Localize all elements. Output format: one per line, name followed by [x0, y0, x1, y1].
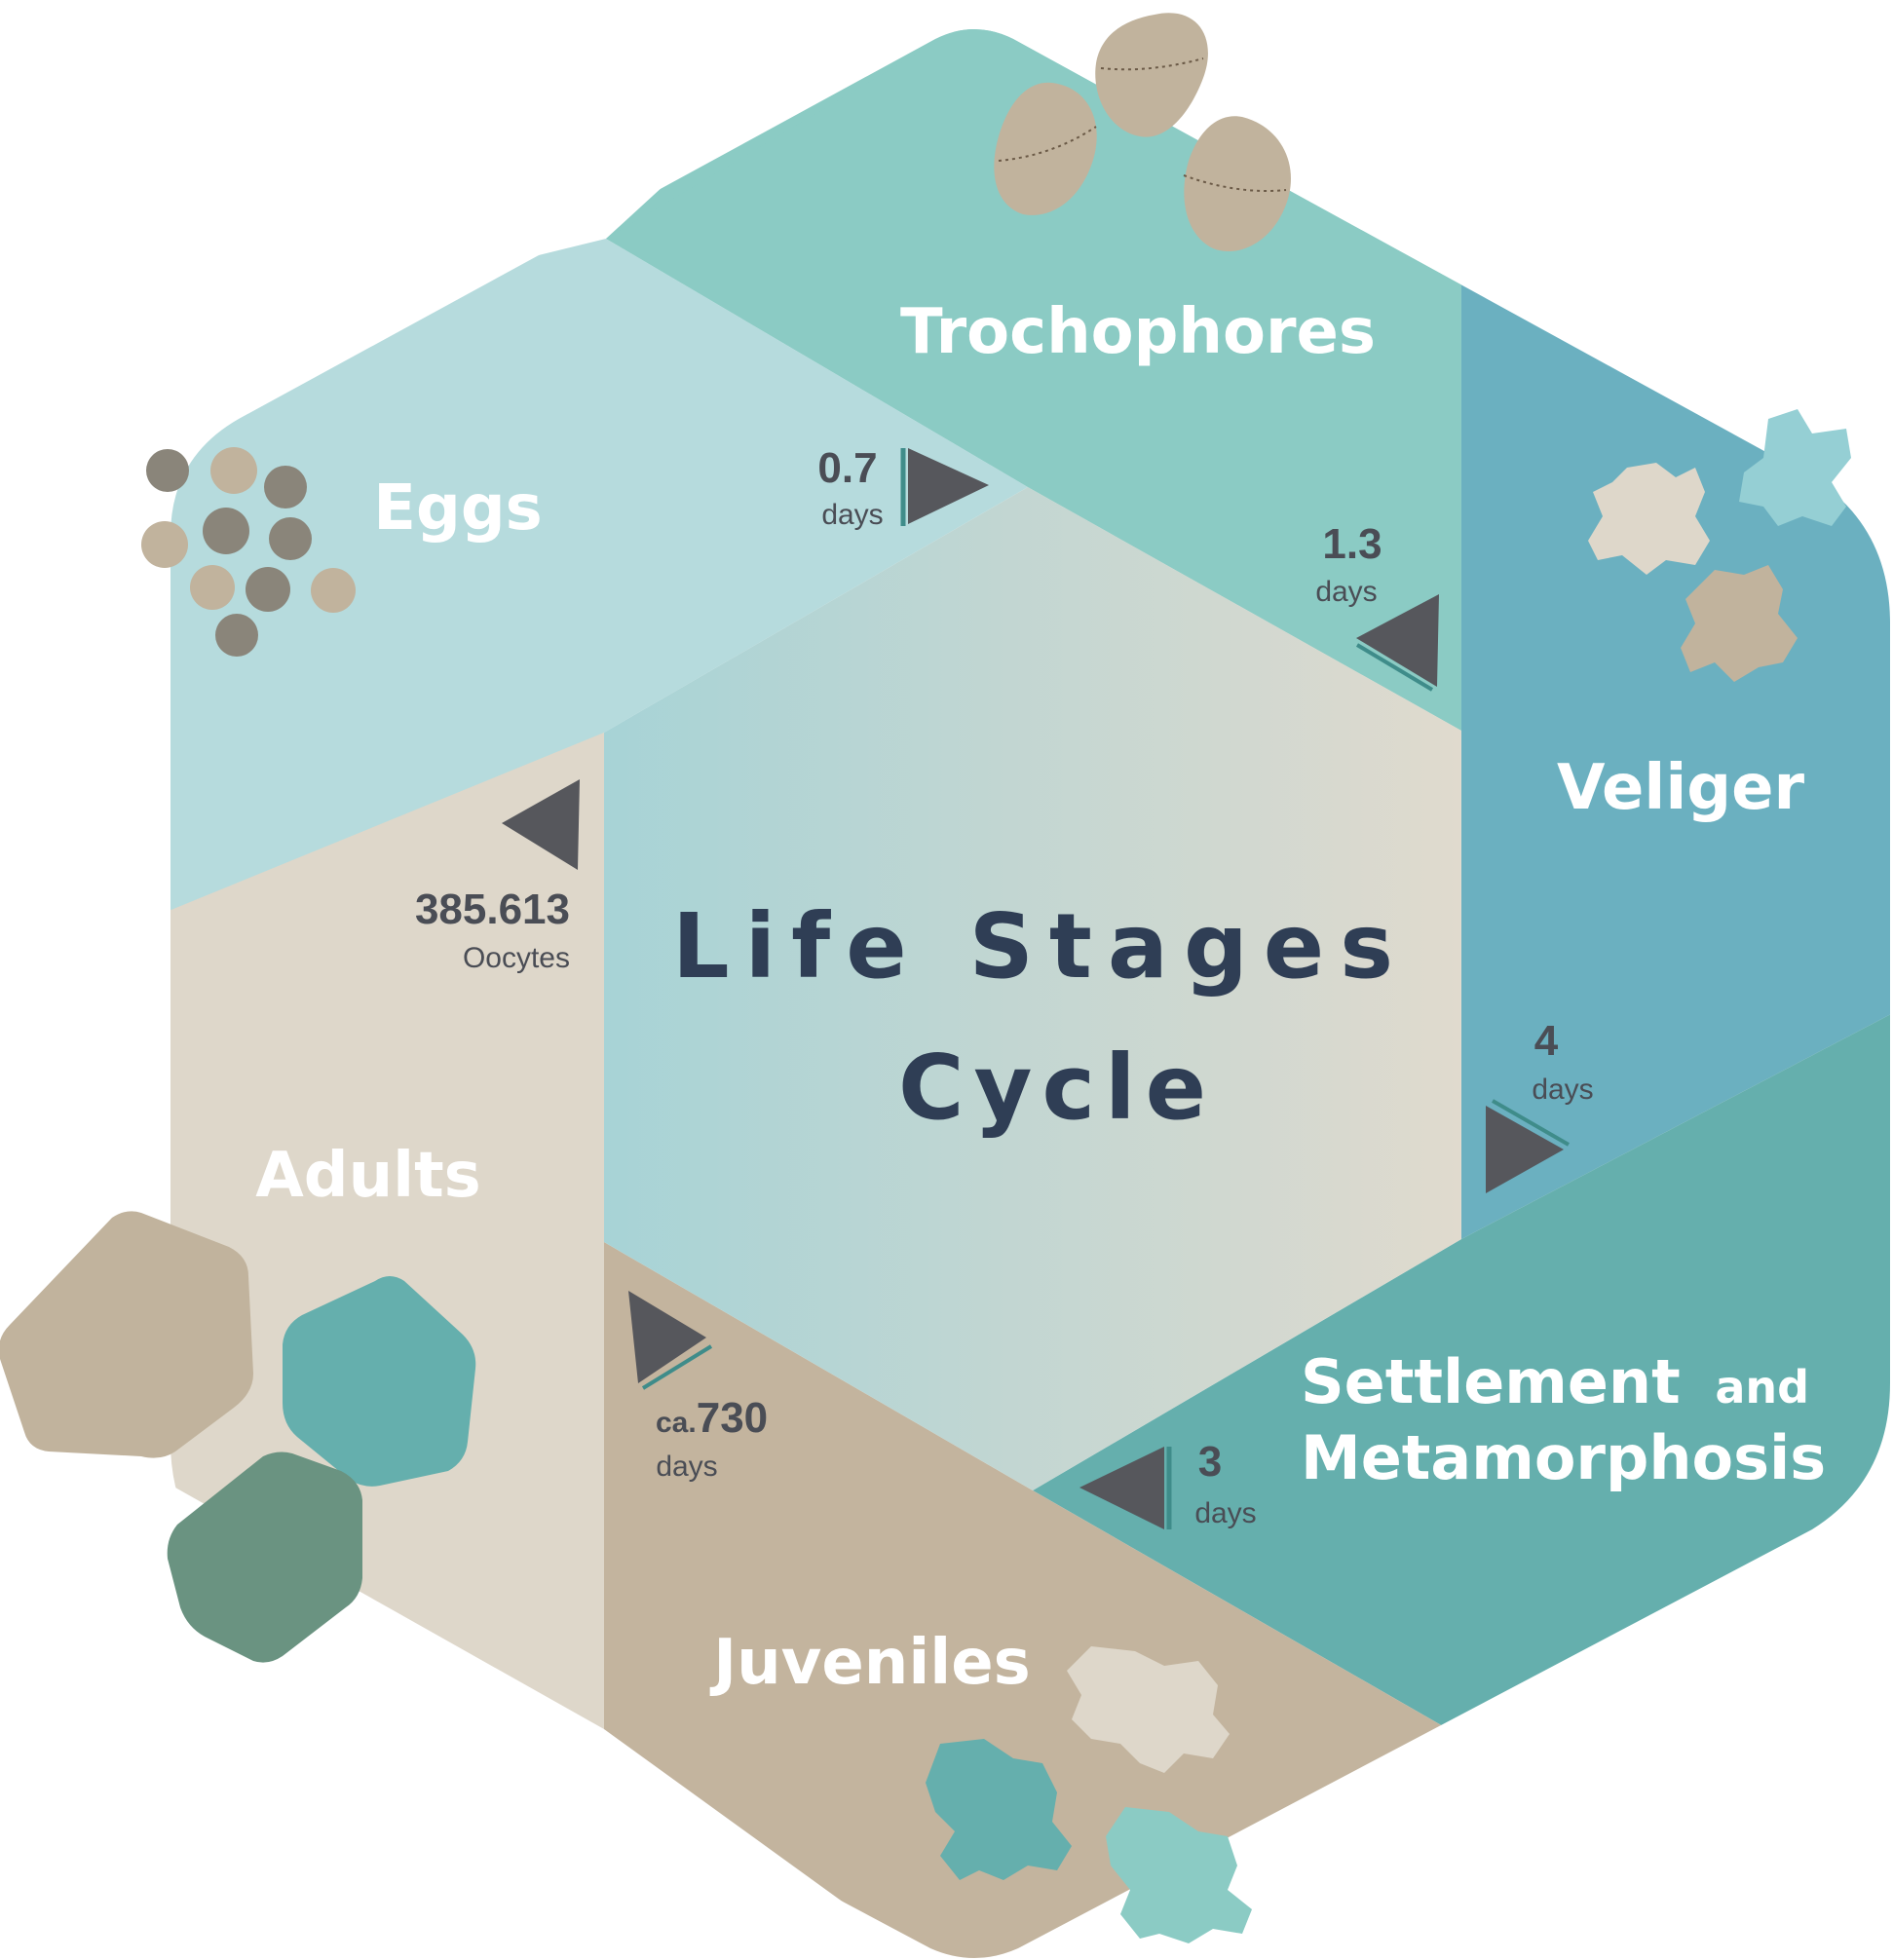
oocyte-count: 385.613 [415, 886, 570, 933]
sector-adults [170, 733, 604, 1729]
stage-label-metamorphosis: Metamorphosis [1301, 1422, 1826, 1493]
duration-unit-settlement-juveniles: days [1194, 1497, 1256, 1529]
juvenile-icons [926, 1646, 1252, 1943]
oocyte-unit: Oocytes [463, 942, 570, 974]
arrow-juveniles-to-adults [628, 1291, 713, 1390]
center-title-line1: Life Stages [672, 894, 1409, 999]
egg-icons [141, 447, 356, 657]
sector-settlement [1033, 984, 1890, 1734]
trochophore-icon [1184, 116, 1291, 251]
stage-label-eggs: Eggs [373, 472, 542, 545]
veliger-icons [1588, 409, 1851, 682]
arrow-settlement-to-juveniles [1079, 1447, 1172, 1529]
adult-icons [0, 1211, 476, 1663]
juvenile-icon [1106, 1807, 1252, 1943]
duration-value-trochophores-veliger: 1.3 [1322, 520, 1382, 568]
egg-icon [215, 614, 258, 657]
stage-label-adults: Adults [255, 1140, 481, 1212]
juvenile-icon [1067, 1646, 1230, 1773]
arrow-veliger-to-settlement [1486, 1099, 1570, 1193]
stage-label-settlement: Settlement and [1301, 1346, 1809, 1417]
trochophore-icon [1095, 13, 1208, 137]
arrow-trochophores-to-veliger [1355, 594, 1439, 692]
stage-label-veliger: Veliger [1557, 752, 1805, 824]
transition-arrows [502, 448, 1570, 1529]
egg-icon [311, 568, 356, 613]
duration-value-settlement-juveniles: 3 [1198, 1438, 1222, 1486]
stage-label-trochophores: Trochophores [900, 296, 1376, 368]
arrow-adults-to-eggs [502, 779, 580, 870]
duration-unit-eggs-trochophores: days [821, 499, 883, 531]
settlement-word: Settlement [1301, 1346, 1681, 1417]
duration-value-eggs-trochophores: 0.7 [817, 444, 877, 492]
duration-prefix-juveniles-adults: ca. [656, 1407, 697, 1439]
veliger-icon [1739, 409, 1851, 526]
duration-unit-veliger-settlement: days [1532, 1074, 1593, 1106]
suture-line [1100, 57, 1204, 71]
egg-icon [246, 567, 290, 612]
settlement-and-word: and [1715, 1361, 1809, 1413]
duration-value-veliger-settlement: 4 [1534, 1017, 1559, 1065]
egg-icon [264, 466, 307, 509]
egg-icon [210, 447, 257, 494]
stage-label-juveniles: Juveniles [709, 1627, 1030, 1699]
trochophore-icons [994, 13, 1291, 251]
duration-value-juveniles-adults: ca.730 [656, 1394, 768, 1442]
egg-icon [146, 449, 189, 492]
duration-number-juveniles-adults: 730 [697, 1394, 768, 1442]
egg-icon [203, 508, 249, 554]
egg-icon [190, 565, 235, 610]
adult-shell-icon [167, 1451, 362, 1663]
duration-unit-trochophores-veliger: days [1315, 576, 1377, 608]
center-title-line2: Cycle [898, 1036, 1216, 1140]
adult-shell-icon [283, 1276, 476, 1487]
egg-icon [141, 521, 188, 568]
duration-unit-juveniles-adults: days [656, 1451, 717, 1483]
veliger-icon [1588, 463, 1710, 575]
veliger-icon [1681, 565, 1798, 682]
sector-center [604, 487, 1461, 1490]
adult-shell-icon [0, 1211, 253, 1458]
arrow-eggs-to-trochophores [900, 448, 989, 526]
juvenile-icon [926, 1739, 1072, 1880]
egg-icon [269, 517, 312, 560]
sector-juveniles [604, 1242, 1457, 1958]
trochophore-icon [994, 82, 1097, 215]
